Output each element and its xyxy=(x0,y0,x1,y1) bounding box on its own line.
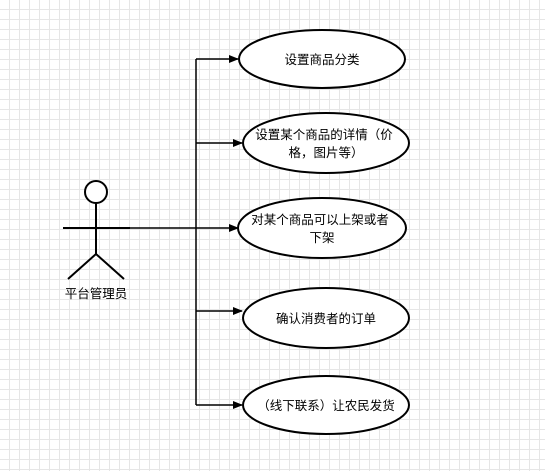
stick-figure-icon xyxy=(63,180,130,280)
use-case-4: （线下联系）让农民发货 xyxy=(242,375,410,435)
use-case-ellipse xyxy=(237,197,407,259)
svg-text:设置某个商品的详情（价 格，图片等）: 设置某个商品的详情（价 格，图片等） xyxy=(255,127,397,160)
use-case-0: 设置商品分类 xyxy=(238,29,406,89)
svg-text:设置商品分类: 设置商品分类 xyxy=(284,52,360,67)
use-case-label-line-2: 格，图片等） xyxy=(288,145,363,160)
use-case-label: 设置商品分类 xyxy=(284,52,360,67)
use-case-3: 确认消费者的订单 xyxy=(242,287,410,349)
actor: 平台管理员 xyxy=(63,180,130,301)
svg-text:确认消费者的订单: 确认消费者的订单 xyxy=(276,311,376,326)
use-case-label: 确认消费者的订单 xyxy=(276,311,376,326)
use-case-ellipse xyxy=(242,375,410,435)
use-case-label-line-1: 对某个商品可以上架或者 xyxy=(251,212,389,227)
svg-text:（线下联系）让农民发货: （线下联系）让农民发货 xyxy=(257,398,395,413)
use-case-label: （线下联系）让农民发货 xyxy=(257,398,395,413)
use-case-label-line-2: 下架 xyxy=(309,230,334,245)
use-case-ellipse xyxy=(242,112,410,174)
actor-label: 平台管理员 xyxy=(65,286,128,301)
use-case-2: 对某个商品可以上架或者 下架 xyxy=(237,197,407,259)
use-case-1: 设置某个商品的详情（价 格，图片等） xyxy=(242,112,410,174)
use-case-label-line-1: 设置某个商品的详情（价 xyxy=(255,127,393,142)
use-case-ellipse xyxy=(238,29,406,89)
connectors xyxy=(130,55,243,409)
svg-text:对某个商品可以上架或者 下架: 对某个商品可以上架或者 下架 xyxy=(251,212,393,245)
use-case-ellipse xyxy=(242,287,410,349)
